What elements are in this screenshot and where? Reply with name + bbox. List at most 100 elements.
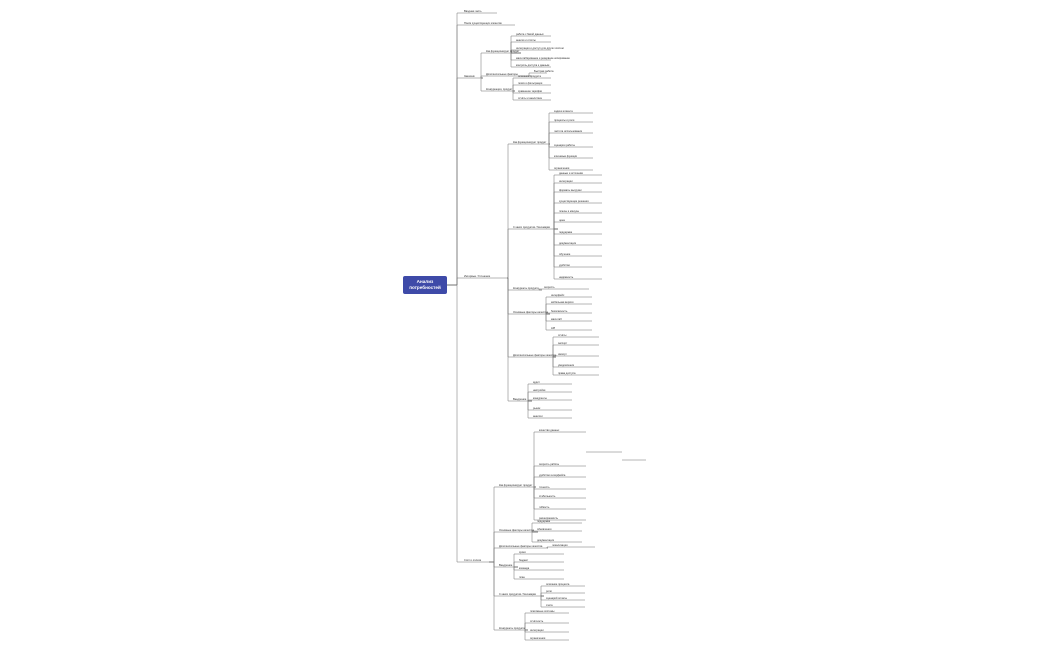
leaf-node[interactable]: счета xyxy=(546,604,553,607)
sub-s55[interactable]: С каких продуктов / бенчмарки xyxy=(499,592,537,596)
connector-line xyxy=(552,356,557,376)
leaf-node[interactable]: уведомления xyxy=(558,364,575,367)
root-topic[interactable]: Анализ потребностей xyxy=(403,276,447,294)
connector-line xyxy=(545,313,550,331)
connector-line xyxy=(548,143,553,171)
leaf-node[interactable]: анализ и отчёты xyxy=(516,38,536,42)
leaf-node[interactable]: план xyxy=(519,576,525,579)
leaf-node[interactable]: поддержка xyxy=(537,520,551,523)
sub-s56[interactable]: Конкуренты продукта xyxy=(499,626,525,630)
sub-s52[interactable]: Основные факторы качества xyxy=(499,528,535,532)
leaf-node[interactable]: API xyxy=(551,326,555,330)
connector-line xyxy=(447,24,463,286)
leaf-node[interactable]: масштаб xyxy=(551,317,562,321)
leaf-node[interactable]: частота использования xyxy=(554,130,583,133)
leaf-node[interactable]: отчётность xyxy=(530,619,544,623)
leaf-node[interactable]: роли xyxy=(546,590,552,593)
connector-line xyxy=(512,90,517,101)
leaf-node[interactable]: стабильность xyxy=(539,494,556,498)
sub-s51[interactable]: Как функционирует продукт xyxy=(499,483,533,487)
sub-s53[interactable]: Дополнительные факторы качества xyxy=(499,544,543,548)
leaf-node[interactable]: конкуренты xyxy=(533,397,547,400)
leaf-node[interactable]: аудит xyxy=(533,381,541,384)
leaf-node[interactable]: безопасность xyxy=(551,309,568,313)
leaf-node[interactable]: интерфейс xyxy=(551,293,565,297)
leaf-node[interactable]: ключевые функции xyxy=(554,154,578,158)
leaf-node[interactable]: поддержка xyxy=(559,231,573,234)
leaf-node[interactable]: команда xyxy=(519,567,530,570)
sub-s41[interactable]: Как функционирует продукт xyxy=(513,140,547,144)
leaf-node[interactable]: удобство интерфейса xyxy=(539,473,566,477)
sub-s42[interactable]: С каких продуктов / бенчмарки xyxy=(513,225,551,229)
leaf-node[interactable]: интеграция и доступ для других систем xyxy=(516,47,564,50)
leaf-node[interactable]: документация xyxy=(559,242,577,245)
sub-s45[interactable]: Дополнительные факторы качества xyxy=(513,353,557,357)
leaf-node[interactable]: задачи клиента xyxy=(554,110,573,113)
leaf-node[interactable]: работа с базой данных xyxy=(516,32,544,36)
sub-s46[interactable]: Внедрение xyxy=(513,397,527,401)
leaf-node[interactable]: гибкость xyxy=(539,505,550,509)
connector-line xyxy=(512,77,517,92)
sub-s33[interactable]: Конкуренция, продукт xyxy=(486,87,513,91)
leaf-node[interactable]: сравнение тарифов xyxy=(518,89,543,93)
leaf-node[interactable]: существующие решения xyxy=(559,200,589,203)
leaf-node[interactable]: обучение xyxy=(559,252,571,256)
leaf-node[interactable]: бюджет xyxy=(519,558,529,562)
leaf-node[interactable]: поиск и фильтрация xyxy=(518,81,543,85)
leaf-node[interactable]: локализация xyxy=(552,544,568,547)
leaf-node[interactable]: надёжность xyxy=(559,275,574,279)
leaf-node[interactable]: цена xyxy=(559,219,565,222)
leaf-node[interactable]: форматы выгрузки xyxy=(559,188,582,192)
leaf-node[interactable]: сценарии работы xyxy=(554,143,575,147)
sub-s32[interactable]: Дополнительные факторы xyxy=(486,72,518,76)
leaf-node[interactable]: аналоги xyxy=(533,415,543,418)
leaf-node[interactable]: сроки xyxy=(519,551,526,554)
leaf-node[interactable]: процессы и роли xyxy=(554,119,575,122)
leaf-node[interactable]: описание продукта xyxy=(518,75,541,78)
branch-b3[interactable]: Заказчик xyxy=(464,74,476,78)
leaf-node[interactable]: платёжные системы xyxy=(530,609,555,613)
leaf-node[interactable]: настройки xyxy=(533,388,546,392)
leaf-node[interactable]: сценарий оплаты xyxy=(546,596,567,600)
sub-s44[interactable]: Основные факторы качества xyxy=(513,310,549,314)
leaf-node[interactable]: точность xyxy=(539,486,550,489)
connector-line xyxy=(553,228,558,235)
leaf-node[interactable]: интеграции xyxy=(530,629,544,632)
branch-b5[interactable]: Счёт и оплата xyxy=(464,558,482,562)
sub-s54[interactable]: Внедрение xyxy=(499,563,513,567)
leaf-node[interactable]: описание процесса xyxy=(546,583,570,586)
sub-s43[interactable]: Конкуренты продукта xyxy=(513,286,539,290)
connector-line xyxy=(553,228,558,257)
leaf-node[interactable]: масштабирование и резервное копирование xyxy=(516,56,570,60)
leaf-node[interactable]: Быстрая работа xyxy=(534,69,554,73)
leaf-node[interactable]: плюсы и минусы xyxy=(559,210,579,213)
branch-b2[interactable]: Поиск существующих клиентов xyxy=(464,21,502,25)
branch-b1[interactable]: Вводная часть xyxy=(464,9,482,13)
leaf-node[interactable]: удобство xyxy=(559,263,570,267)
leaf-node[interactable]: документация xyxy=(537,539,555,542)
leaf-node[interactable]: права доступа xyxy=(558,372,576,375)
branch-b4[interactable]: Интервью. Уточнение xyxy=(464,274,491,278)
leaf-node[interactable]: качество данных xyxy=(539,429,560,432)
connector-line xyxy=(512,90,517,94)
leaf-node[interactable]: ограничения xyxy=(530,637,546,640)
leaf-node[interactable]: рынок xyxy=(533,407,541,410)
leaf-node[interactable]: скорость работы xyxy=(539,462,559,466)
leaf-node[interactable]: расширяемость xyxy=(539,517,559,520)
connector-line xyxy=(528,72,533,77)
leaf-node[interactable]: обновления xyxy=(537,527,552,531)
leaf-node[interactable]: скорость xyxy=(544,286,555,289)
leaf-node[interactable]: экспорт xyxy=(558,342,568,345)
leaf-node[interactable]: отчёты xyxy=(558,333,567,337)
connector-line xyxy=(527,383,532,402)
sub-s31[interactable]: Как функционирует продукт xyxy=(486,49,520,53)
leaf-node[interactable]: импорт xyxy=(558,353,567,356)
leaf-node[interactable]: данные и источники xyxy=(559,172,584,175)
leaf-node[interactable]: интеграции xyxy=(559,180,573,183)
leaf-node[interactable]: контроль доступа к данным xyxy=(516,64,550,67)
leaf-node[interactable]: отчёты и аналитика xyxy=(518,96,542,100)
connector-line xyxy=(548,143,553,159)
leaf-node[interactable]: ограничения xyxy=(554,167,570,170)
connector-line xyxy=(510,52,521,68)
leaf-node[interactable]: мобильная версия xyxy=(551,300,574,304)
